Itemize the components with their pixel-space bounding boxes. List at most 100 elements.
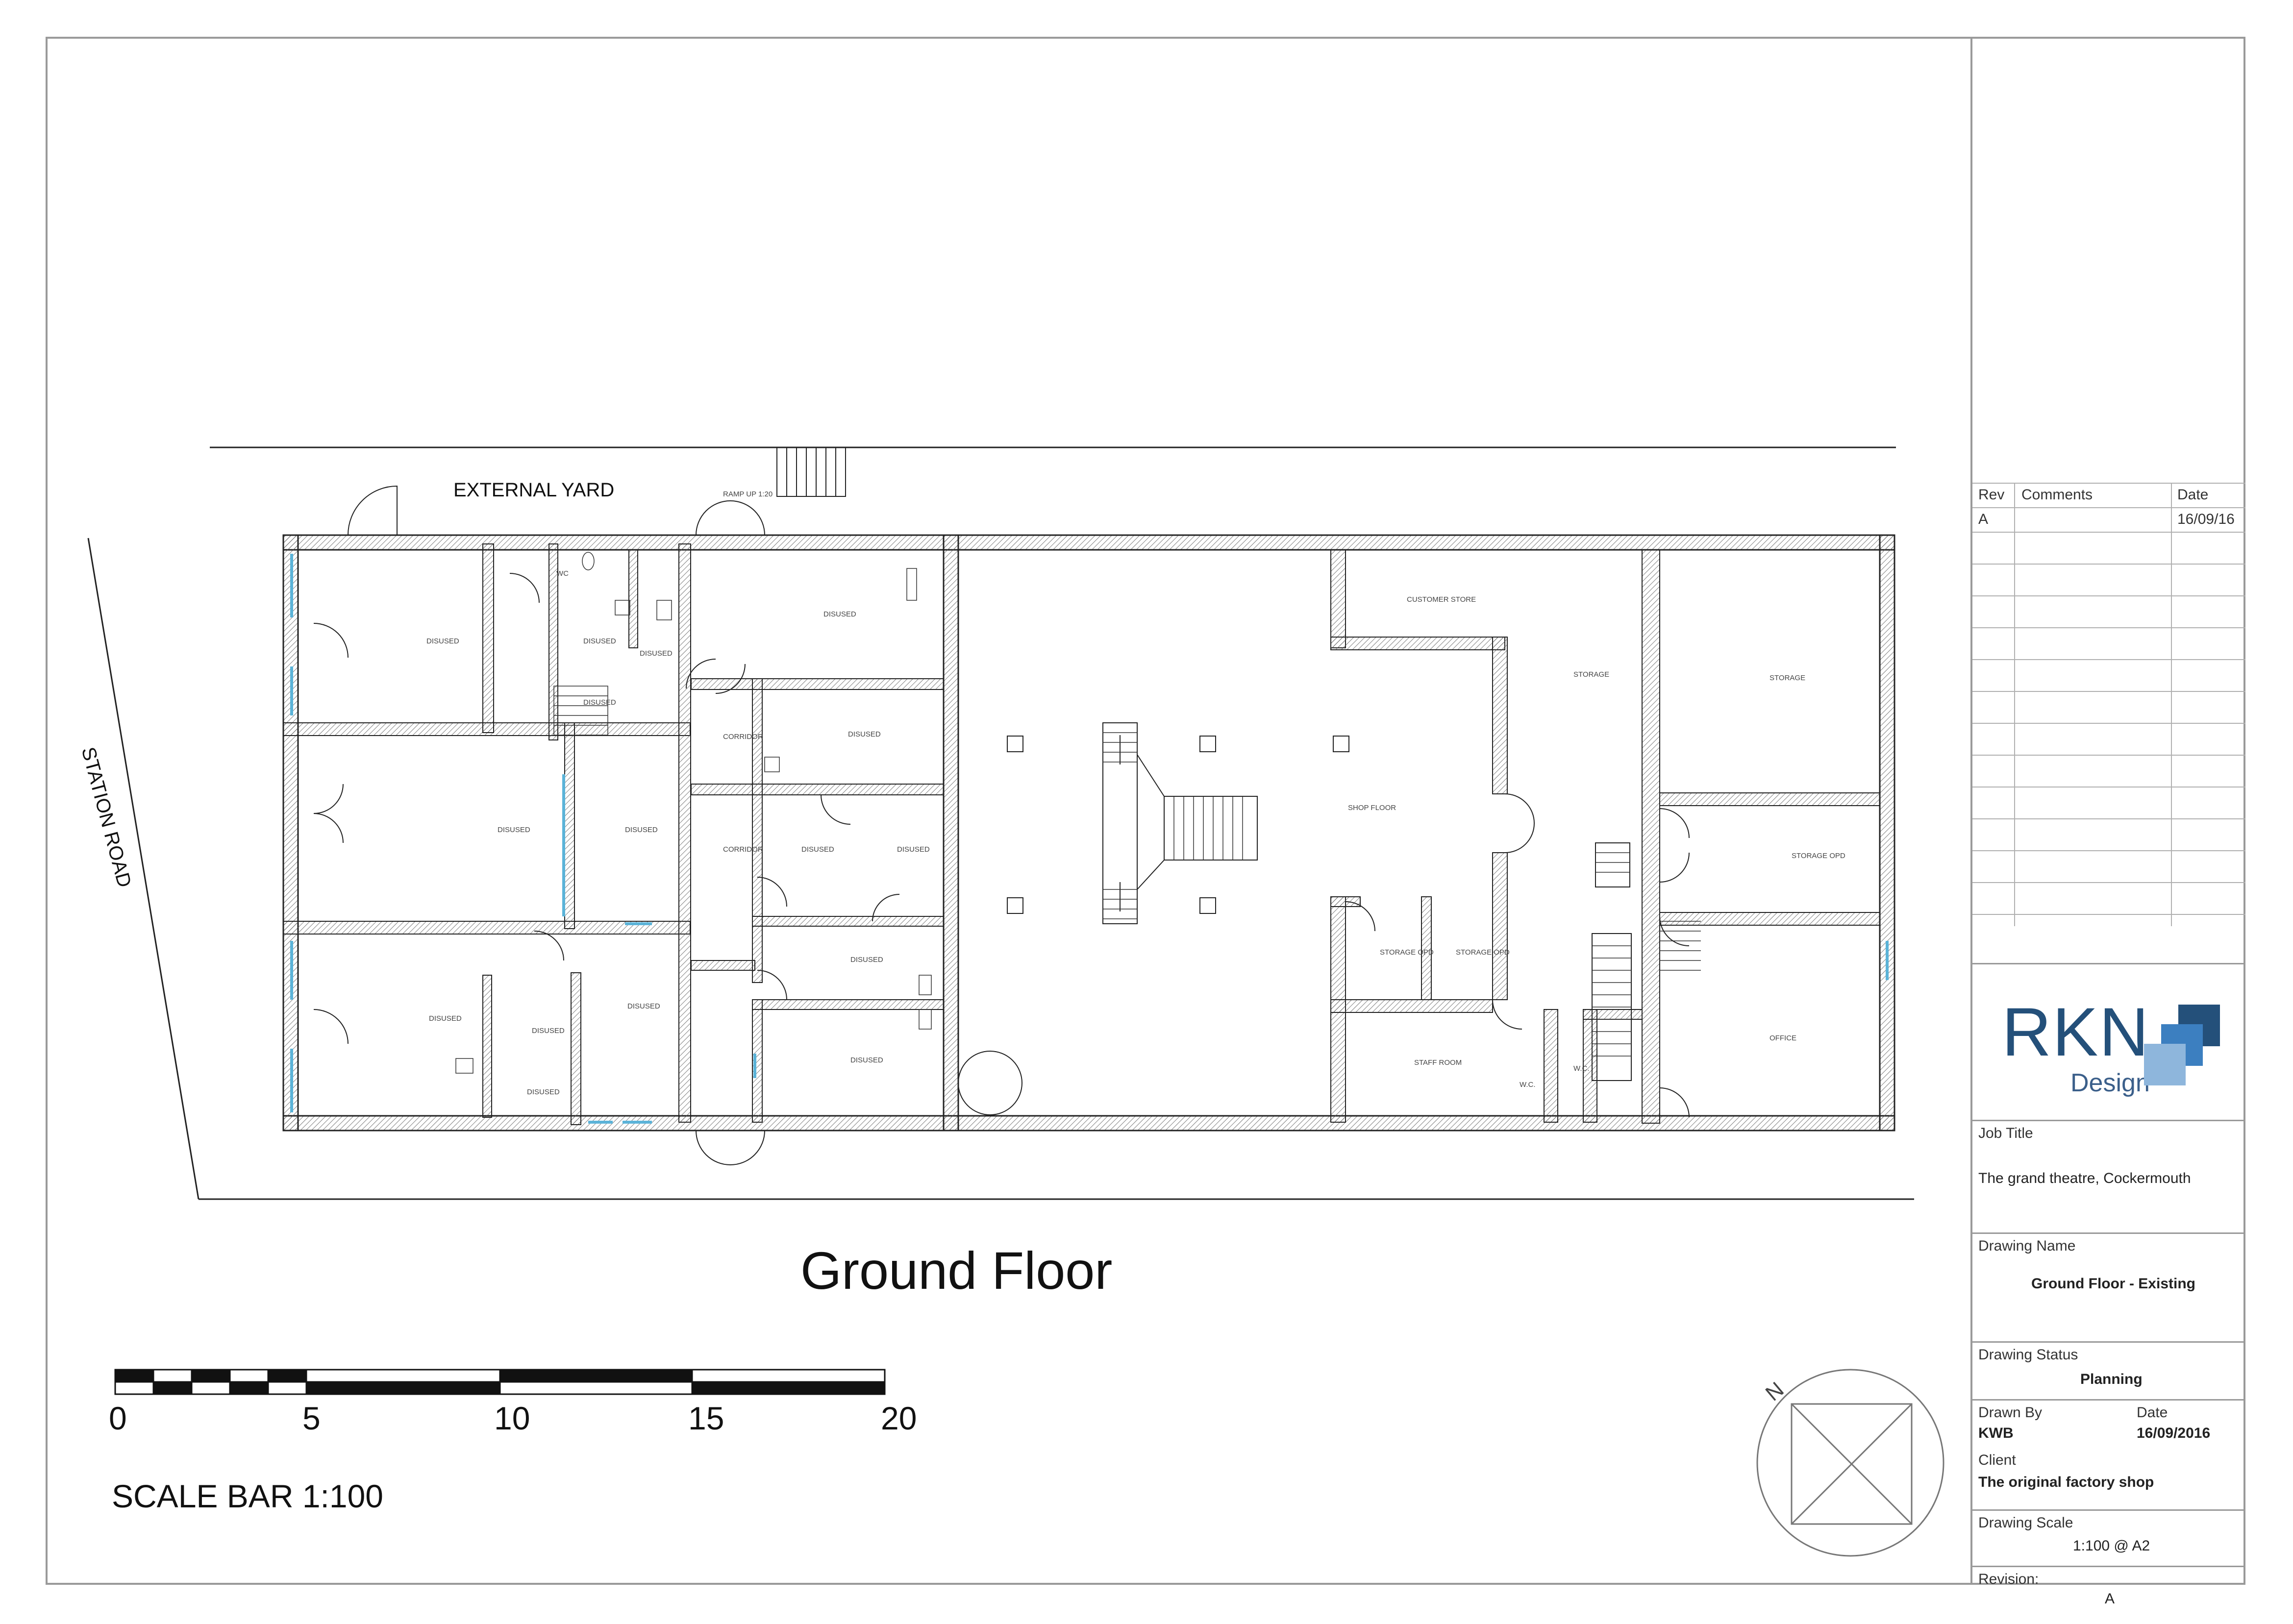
room-label: CUSTOMER STORE: [1407, 595, 1476, 604]
columns: [1007, 736, 1349, 914]
drawn-by-value: KWB: [1978, 1425, 2014, 1441]
east-stair-treads: [1592, 852, 1701, 1057]
rev-table-row-rule: [1972, 755, 2245, 756]
fixtures: [455, 552, 932, 1074]
rev-table-row-rule: [1972, 659, 2245, 660]
room-label: DISUSED: [823, 610, 856, 618]
date-value: 16/09/2016: [2137, 1425, 2211, 1441]
north-arrow: [1756, 1369, 1944, 1557]
rev-col-rule: [2014, 483, 2015, 926]
external-yard-label: EXTERNAL YARD: [453, 479, 615, 501]
comments-header: Comments: [2021, 487, 2093, 503]
interior-walls-west: [283, 543, 944, 1125]
company-logo: RKN Design: [1972, 963, 2245, 1120]
logo-wordmark: RKN: [2002, 993, 2150, 1070]
drawing-scale-value: 1:100 @ A2: [2073, 1538, 2150, 1554]
drawing-name-value: Ground Floor - Existing: [2031, 1276, 2195, 1292]
logo-cell: [1972, 963, 2245, 1120]
scale-bar-caption: SCALE BAR 1:100: [112, 1478, 383, 1514]
west-staircase: [553, 686, 608, 736]
floor-plan: [87, 446, 1944, 1557]
outer-walls: [282, 534, 1895, 1132]
doors: [313, 485, 1690, 1165]
room-label: SHOP FLOOR: [1348, 804, 1396, 812]
drawn-by-label: Drawn By: [1978, 1404, 2043, 1421]
date-header: Date: [2177, 487, 2209, 503]
interior-walls-east: [1330, 549, 1880, 1124]
room-label: OFFICE: [1770, 1034, 1796, 1042]
logo-subtitle: Design: [2070, 1069, 2150, 1097]
room-label: STAFF ROOM: [1414, 1058, 1462, 1067]
rev-table-row-rule: [1972, 691, 2245, 692]
room-label: DISUSED: [527, 1088, 560, 1096]
logo-square-front: [2144, 1044, 2186, 1085]
room-label: DISUSED: [850, 956, 883, 964]
job-title-label: Job Title: [1978, 1125, 2033, 1141]
room-label: RAMP UP 1:20: [723, 490, 773, 498]
revision-value: A: [2105, 1591, 2115, 1607]
room-label: DISUSED: [532, 1027, 565, 1035]
title-block: Rev Comments Date A 16/09/16 RKN Design …: [1970, 37, 2245, 1607]
date-label: Date: [2137, 1404, 2168, 1421]
drawing-scale-label: Drawing Scale: [1978, 1515, 2073, 1531]
rev-table-row-rule: [1972, 564, 2245, 565]
rev-table-row-rule: [1972, 532, 2245, 533]
rev-table-row-rule: [1972, 627, 2245, 628]
drawing-scale-cell: Drawing Scale 1:100 @ A2: [1972, 1509, 2245, 1566]
floor-plan-svg: [87, 446, 1944, 1557]
room-label: DISUSED: [583, 637, 616, 645]
room-label: DISUSED: [498, 826, 530, 834]
scale-tick-15: 15: [688, 1400, 724, 1436]
rev-header: Rev: [1978, 487, 2005, 503]
rev-table-row-rule: [1972, 914, 2245, 915]
room-label: DISUSED: [801, 845, 834, 854]
revision-table: Rev Comments Date A 16/09/16: [1972, 483, 2245, 963]
room-label: STORAGE OPD: [1380, 948, 1434, 957]
rev-table-row-rule: [1972, 818, 2245, 819]
room-label: DISUSED: [848, 730, 881, 738]
room-label: CORRIDOR: [723, 845, 763, 854]
room-label: STORAGE OPD: [1792, 852, 1845, 860]
rev-table-top-rule: [1972, 483, 2245, 484]
room-label: DISUSED: [426, 637, 459, 645]
east-staircase: [1592, 842, 1632, 1081]
room-label: W.C.: [1520, 1081, 1536, 1089]
windows: [290, 554, 1889, 1124]
rev-table-row-rule: [1972, 507, 2245, 508]
external-steps: [776, 447, 846, 497]
rev-row-date: 16/09/16: [2177, 511, 2235, 527]
scale-tick-0: 0: [109, 1400, 127, 1436]
floor-title: Ground Floor: [800, 1241, 1113, 1300]
drawing-status-label: Drawing Status: [1978, 1347, 2078, 1363]
room-label: DISUSED: [625, 826, 658, 834]
sheet-border: [46, 37, 2245, 1585]
room-label: DISUSED: [429, 1014, 462, 1023]
room-label: WC: [556, 569, 569, 578]
shop-staircase: [1102, 722, 1258, 924]
scale-tick-10: 10: [494, 1400, 530, 1436]
rev-table-row-rule: [1972, 882, 2245, 883]
shop-stair-treads: [1103, 732, 1243, 919]
room-label: DISUSED: [583, 698, 616, 707]
drawing-status-cell: Drawing Status Planning: [1972, 1341, 2245, 1399]
client-value: The original factory shop: [1978, 1474, 2154, 1490]
rev-row-rev: A: [1978, 511, 1989, 527]
room-label: W.C.: [1573, 1064, 1590, 1073]
room-label: DISUSED: [850, 1056, 883, 1064]
revision-cell: Revision: A: [1972, 1566, 2245, 1607]
room-label: STORAGE OPD: [1456, 948, 1510, 957]
revision-label: Revision:: [1978, 1571, 2039, 1587]
room-label: DISUSED: [640, 649, 673, 658]
room-label: STORAGE: [1770, 674, 1806, 682]
room-label: DISUSED: [627, 1002, 660, 1010]
rev-table-row-rule: [1972, 723, 2245, 724]
room-label: DISUSED: [897, 845, 930, 854]
drawing-name-label: Drawing Name: [1978, 1238, 2076, 1254]
drawing-status-value: Planning: [2080, 1371, 2143, 1387]
job-title-value: The grand theatre, Cockermouth: [1978, 1170, 2191, 1186]
room-label: CORRIDOR: [723, 733, 763, 741]
drawn-by-cell: Drawn By KWB Date 16/09/2016 Client The …: [1972, 1399, 2245, 1509]
station-road-line: [87, 538, 199, 1200]
rev-table-row-rule: [1972, 850, 2245, 851]
rev-table-row-rule: [1972, 595, 2245, 596]
